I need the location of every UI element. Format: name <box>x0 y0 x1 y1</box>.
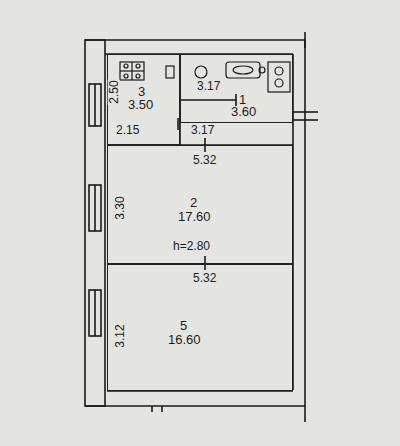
window <box>89 84 101 126</box>
room-area: 3.50 <box>128 98 153 111</box>
window <box>89 185 101 231</box>
room-number: 2 <box>190 196 197 209</box>
wall-dimension: 2.15 <box>115 124 140 136</box>
stove-fixture <box>268 62 290 92</box>
room-area: 17.60 <box>178 210 211 223</box>
bath-fixture <box>120 62 144 80</box>
window <box>89 290 101 336</box>
door-mark <box>166 66 174 78</box>
sink-fixture <box>226 62 260 78</box>
room-area: 16.60 <box>168 333 201 346</box>
wall-dimension: 3.12 <box>114 323 126 348</box>
wall-dimension: 3.30 <box>114 195 126 220</box>
right-wall <box>304 40 306 422</box>
wall-dimension: 3.17 <box>190 124 215 136</box>
left-wall <box>85 40 105 406</box>
room-number: 3 <box>138 85 145 98</box>
bottom-wall <box>85 405 305 407</box>
top-wall <box>85 39 305 41</box>
ceiling-height: h=2.80 <box>172 240 211 252</box>
wall-dimension: 5.32 <box>192 154 217 166</box>
wall-dimension: 5.32 <box>192 272 217 284</box>
partition <box>180 99 236 101</box>
room-area: 3.60 <box>231 105 256 118</box>
wall-dimension: 3.17 <box>196 80 221 92</box>
room-number: 5 <box>180 319 187 332</box>
wall-dimension: 2.50 <box>108 79 120 104</box>
toilet-fixture <box>195 66 207 78</box>
